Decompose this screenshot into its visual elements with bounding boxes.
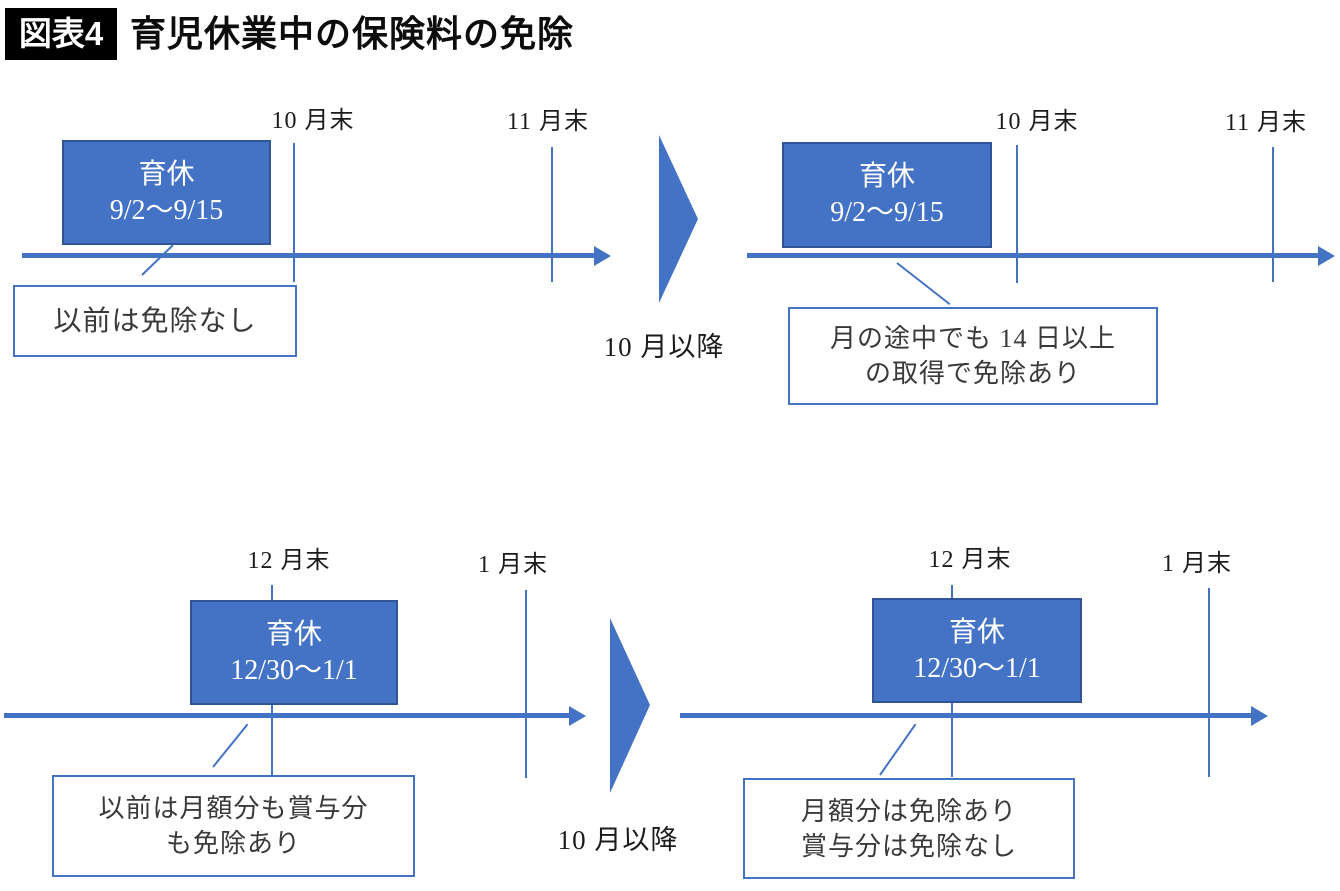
leave-period-box: 育休 12/30～1/1 xyxy=(872,598,1082,703)
callout-text: 以前は月額分も賞与分 xyxy=(98,794,369,823)
leave-period-box: 育休 9/2～9/15 xyxy=(782,142,992,248)
callout-text: 月の途中でも 14 日以上 xyxy=(829,324,1116,353)
leave-period-box: 育休 9/2～9/15 xyxy=(62,140,271,245)
callout-box: 以前は月額分も賞与分 も免除あり xyxy=(52,775,415,877)
month-end-label: 12 月末 xyxy=(928,547,1012,573)
leave-box-title: 育休 xyxy=(265,618,322,650)
timeline-arrowhead-icon xyxy=(1251,706,1268,726)
timeline-arrowhead-icon xyxy=(594,246,611,266)
month-end-tick xyxy=(1272,147,1274,282)
callout-text: 賞与分は免除なし xyxy=(800,831,1017,861)
callout-leader-line xyxy=(879,723,917,776)
month-end-label: 11 月末 xyxy=(1224,110,1308,136)
leave-box-title: 育休 xyxy=(858,161,915,192)
callout-box: 以前は免除なし xyxy=(13,285,297,357)
month-end-tick xyxy=(551,147,553,282)
timeline-line xyxy=(4,713,570,718)
month-end-label: 10 月末 xyxy=(995,109,1079,135)
month-end-label: 10 月末 xyxy=(271,108,355,134)
callout-text: 月額分は免除あり xyxy=(800,796,1017,826)
month-end-label: 1 月末 xyxy=(478,552,548,578)
timeline-line xyxy=(747,253,1319,258)
callout-box: 月額分は免除あり 賞与分は免除なし xyxy=(743,778,1075,879)
transition-label: 10 月以降 xyxy=(557,825,679,855)
month-end-tick xyxy=(1208,588,1210,777)
leave-box-dates: 9/2～9/15 xyxy=(830,197,944,228)
transition-arrow-icon xyxy=(659,135,698,303)
month-end-tick xyxy=(525,590,527,778)
callout-text: 以前は免除なし xyxy=(53,305,257,337)
leave-box-title: 育休 xyxy=(138,158,195,190)
callout-leader-line xyxy=(141,244,174,276)
transition-arrow-icon xyxy=(610,618,650,793)
leave-box-dates: 12/30～1/1 xyxy=(913,652,1041,684)
leave-box-title: 育休 xyxy=(948,616,1005,648)
month-end-label: 12 月末 xyxy=(247,548,331,574)
timeline-arrowhead-icon xyxy=(569,706,586,726)
timeline-line xyxy=(22,253,595,258)
month-end-label: 11 月末 xyxy=(506,109,590,135)
transition-label: 10 月以降 xyxy=(603,332,725,362)
callout-leader-line xyxy=(896,262,951,306)
callout-text: も免除あり xyxy=(165,829,301,858)
month-end-tick xyxy=(293,143,295,282)
timeline-arrowhead-icon xyxy=(1318,246,1335,266)
leave-box-dates: 9/2～9/15 xyxy=(109,194,224,226)
leave-period-box: 育休 12/30～1/1 xyxy=(190,600,398,705)
leave-box-dates: 12/30～1/1 xyxy=(230,654,358,686)
callout-leader-line xyxy=(212,723,249,768)
month-end-tick xyxy=(1016,145,1018,283)
callout-box: 月の途中でも 14 日以上 の取得で免除あり xyxy=(788,307,1158,405)
timeline-line xyxy=(680,713,1252,718)
callout-text: の取得で免除あり xyxy=(864,359,1081,388)
month-end-label: 1 月末 xyxy=(1162,551,1232,577)
figure-number-badge: 図表4 xyxy=(5,8,117,60)
figure-title: 育児休業中の保険料の免除 xyxy=(130,13,575,54)
